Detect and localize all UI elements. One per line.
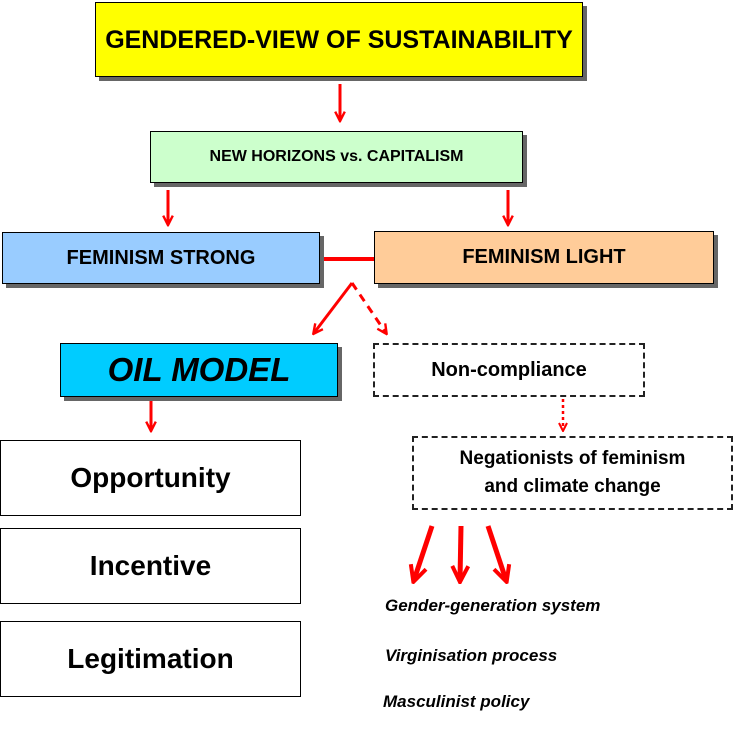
negationists-text: Negationists of feminism and climate cha… bbox=[459, 448, 686, 497]
arrow-to-non-compliance bbox=[350, 282, 386, 333]
feminism-strong-box: FEMINISM STRONG bbox=[2, 232, 320, 284]
non-compliance-text: Non-compliance bbox=[431, 358, 587, 381]
horizons-box: NEW HORIZONS vs. CAPITALISM bbox=[150, 131, 523, 183]
horizons-text: NEW HORIZONS vs. CAPITALISM bbox=[209, 148, 464, 165]
feminism-light-box: FEMINISM LIGHT bbox=[374, 231, 714, 284]
arrow-negationists-center bbox=[460, 525, 461, 580]
outcome-virginisation: Virginisation process bbox=[385, 646, 558, 665]
factor-incentive-box: Incentive bbox=[0, 528, 301, 604]
arrow-to-oil-model bbox=[314, 282, 354, 333]
feminism-light-text: FEMINISM LIGHT bbox=[462, 246, 626, 268]
feminism-strong-text: FEMINISM STRONG bbox=[66, 246, 256, 269]
negationists-box: Negationists of feminism and climate cha… bbox=[412, 436, 733, 510]
factor-incentive-text: Incentive bbox=[89, 550, 212, 581]
title-box: GENDERED-VIEW OF SUSTAINABILITY bbox=[95, 2, 583, 77]
factor-legitimation-box: Legitimation bbox=[0, 621, 301, 697]
arrow-negationists-right bbox=[485, 525, 506, 580]
factor-opportunity-text: Opportunity bbox=[70, 462, 231, 493]
outcome-gender-generation: Gender-generation system bbox=[385, 596, 601, 615]
title-text: GENDERED-VIEW OF SUSTAINABILITY bbox=[105, 25, 573, 54]
arrow-negationists-left bbox=[414, 525, 435, 580]
factor-legitimation-text: Legitimation bbox=[67, 643, 234, 674]
outcome-masculinist-policy: Masculinist policy bbox=[383, 692, 530, 711]
oil-model-text: OIL MODEL bbox=[107, 351, 291, 388]
non-compliance-box: Non-compliance bbox=[373, 343, 645, 397]
oil-model-box: OIL MODEL bbox=[60, 343, 338, 397]
factor-opportunity-box: Opportunity bbox=[0, 440, 301, 516]
